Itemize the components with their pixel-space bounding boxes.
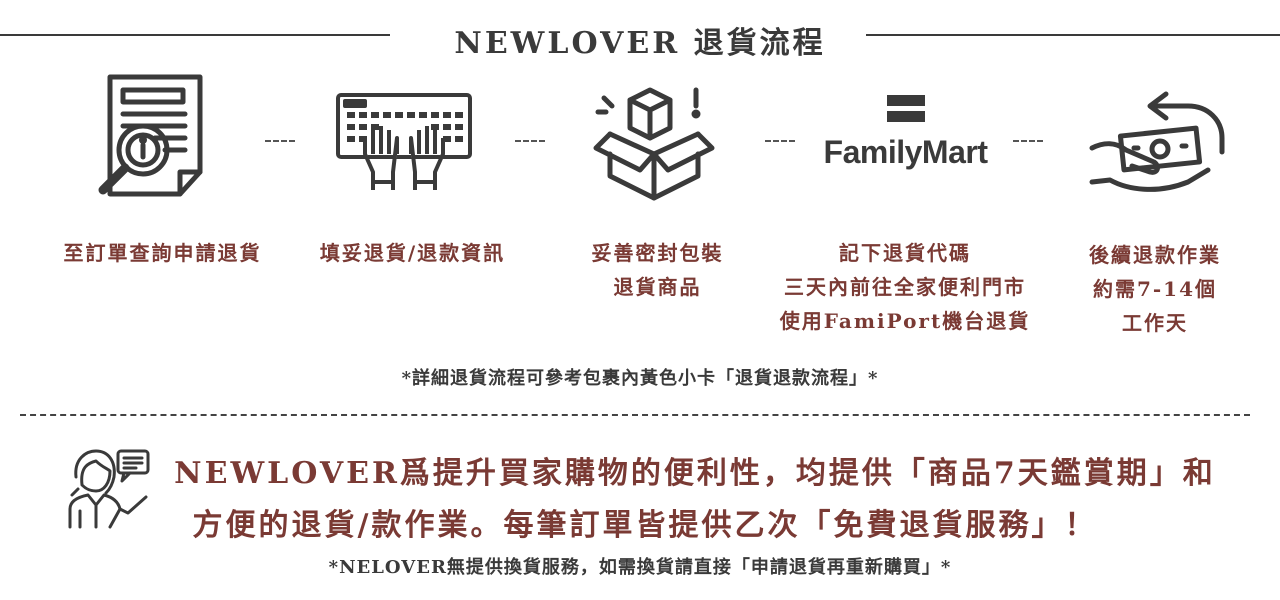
step-5-text: 後續退款作業 約需7-14個 工作天 — [1065, 238, 1245, 340]
connector-2 — [515, 140, 545, 142]
step-5-line-1: 後續退款作業 — [1089, 243, 1221, 267]
promo-line-1: NEWLOVER爲提升買家購物的便利性，均提供「商品7天鑑賞期」和 — [174, 456, 1216, 491]
step-2-line-1: 填妥退貨/退款資訊 — [319, 241, 506, 265]
connector-4 — [1013, 140, 1043, 142]
step-3-line-2: 退貨商品 — [613, 275, 702, 299]
document-search-icon — [95, 72, 210, 202]
step-2-text: 填妥退貨/退款資訊 — [285, 236, 540, 270]
promo-line-2: 方便的退貨/款作業。每筆訂單皆提供乙次「免費退貨服務」！ — [192, 508, 1098, 543]
money-refund-icon — [1088, 90, 1228, 198]
keyboard-typing-icon — [335, 92, 475, 194]
familymart-logo-text: FamilyMart — [823, 134, 988, 170]
step-1-text: 至訂單查詢申請退貨 — [30, 236, 295, 270]
title-left-rule — [0, 34, 390, 36]
customer-service-icon — [66, 447, 152, 533]
step-5-line-2: 約需7-14個 — [1092, 277, 1218, 301]
familymart-logo — [887, 95, 925, 125]
section-divider — [20, 414, 1250, 416]
step-4-line-2: 三天內前往全家便利門市 — [784, 275, 1026, 299]
step-5-line-3: 工作天 — [1122, 311, 1188, 335]
connector-1 — [265, 140, 295, 142]
step-4-line-3: 使用FamiPort機台退貨 — [779, 309, 1031, 333]
step-4-line-1: 記下退貨代碼 — [839, 241, 971, 265]
title-right-rule — [866, 34, 1280, 36]
connector-3 — [765, 140, 795, 142]
return-note: *詳細退貨流程可參考包裹內黃色小卡「退貨退款流程」* — [401, 368, 879, 389]
step-4-text: 記下退貨代碼 三天內前往全家便利門市 使用FamiPort機台退貨 — [755, 236, 1055, 338]
step-3-text: 妥善密封包裝 退貨商品 — [545, 236, 770, 304]
page-title: NEWLOVER 退貨流程 — [454, 26, 826, 61]
open-box-icon — [592, 84, 717, 202]
step-3-line-1: 妥善密封包裝 — [591, 241, 724, 265]
step-1-line-1: 至訂單查詢申請退貨 — [63, 241, 262, 265]
footnote: *NELOVER無提供換貨服務，如需換貨請直接「申請退貨再重新購買」* — [328, 557, 952, 578]
